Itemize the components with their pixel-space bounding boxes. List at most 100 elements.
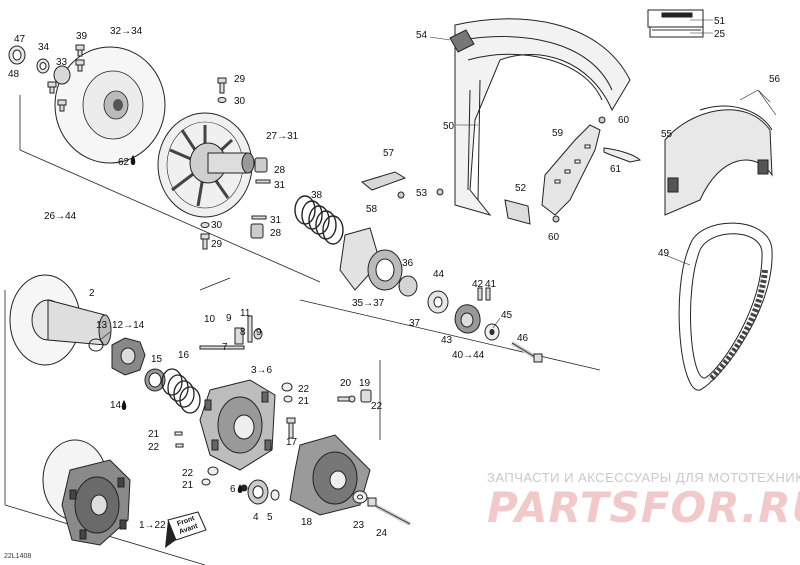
fixed-sheave-2 <box>9 274 112 366</box>
callout-22-c: 22 <box>148 442 160 453</box>
callout-53: 53 <box>416 188 428 199</box>
callout-47: 47 <box>14 34 26 45</box>
drive-belt-49 <box>678 222 773 391</box>
callout-23: 23 <box>353 520 365 531</box>
callout-38: 38 <box>311 190 323 201</box>
clip-54 <box>449 29 475 53</box>
parts-4-5-6 <box>240 479 280 505</box>
rollers-19-20 <box>337 389 372 403</box>
screws-39 <box>47 44 85 112</box>
callout-29-lower: 29 <box>211 239 223 250</box>
callout-31: 31 <box>274 180 286 191</box>
callout-4: 4 <box>253 512 259 523</box>
callout-45: 45 <box>501 310 513 321</box>
callout-21-b: 21 <box>148 429 160 440</box>
callout-22-b: 22 <box>371 401 383 412</box>
callout-6: 6 <box>230 484 236 495</box>
callout-55: 55 <box>661 129 673 140</box>
callout-30-lower: 30 <box>211 220 223 231</box>
callout-25: 25 <box>714 29 726 40</box>
leader-lines <box>99 19 777 341</box>
callout-34: 34 <box>38 42 50 53</box>
callout-42: 42 <box>472 279 484 290</box>
callout-22: 22 <box>298 384 310 395</box>
front-direction-arrow: Front Avant <box>165 511 207 548</box>
screws-29-30 <box>200 77 227 250</box>
callout-7: 7 <box>222 342 228 353</box>
cam-35-37 <box>339 227 418 297</box>
callout-10: 10 <box>204 314 216 325</box>
watermark-subtitle: ЗАПЧАСТИ И АКСЕССУАРЫ ДЛЯ МОТОТЕХНИКИ <box>487 470 800 485</box>
spring-38 <box>294 195 344 245</box>
callout-21-c: 21 <box>182 480 194 491</box>
callout-60-lower: 60 <box>548 232 560 243</box>
governor-cup-18 <box>289 434 371 516</box>
grease-droplet-icons <box>121 155 243 493</box>
callout-61: 61 <box>610 164 622 175</box>
callout-54: 54 <box>416 30 428 41</box>
callout-21: 21 <box>298 396 310 407</box>
belt-guard-50 <box>454 18 631 216</box>
nuts-53-58-60 <box>397 116 606 223</box>
driven-pulley-27-31 <box>157 112 255 218</box>
callout-44: 44 <box>433 269 445 280</box>
callout-9-b: 9 <box>256 327 262 338</box>
callout-51: 51 <box>714 16 726 27</box>
diagram-code: 22L1408 <box>4 553 32 560</box>
callout-50: 50 <box>443 121 455 132</box>
callout-35-37: 35→37 <box>352 298 385 309</box>
callout-18: 18 <box>301 517 313 528</box>
washer-23-bolt-24 <box>352 490 411 526</box>
callout-19: 19 <box>359 378 371 389</box>
watermark-brand: PARTSFOR.RU <box>487 483 800 532</box>
washers-21-22 <box>174 382 293 486</box>
callout-15: 15 <box>151 354 163 365</box>
warning-decals-51-25 <box>647 9 704 38</box>
movable-sheave-3-6 <box>199 379 276 471</box>
callout-57: 57 <box>383 148 395 159</box>
callout-1-22: 1→22 <box>139 520 166 531</box>
sliders-28 <box>250 157 268 239</box>
callout-24: 24 <box>376 528 388 539</box>
callout-12-14: 12→14 <box>112 320 145 331</box>
assembled-drive-pulley-1-22 <box>42 439 131 546</box>
callout-8: 8 <box>240 327 246 338</box>
spider-12-14 <box>111 337 146 376</box>
sheave-disc-32-34 <box>54 46 166 164</box>
callout-31-lower: 31 <box>270 215 282 226</box>
pins-31 <box>251 179 271 220</box>
screw-17 <box>286 417 296 439</box>
callout-17: 17 <box>286 437 298 448</box>
bracket-52 <box>504 199 531 225</box>
callout-3-6: 3→6 <box>251 365 273 376</box>
washer-44 <box>427 290 449 314</box>
callout-27-31: 27→31 <box>266 131 299 142</box>
callout-39: 39 <box>76 31 88 42</box>
callout-28-lower: 28 <box>270 228 282 239</box>
callout-5: 5 <box>267 512 273 523</box>
spring-16 <box>161 368 201 414</box>
bushing-15 <box>144 368 166 392</box>
callout-49: 49 <box>658 248 670 259</box>
callout-62: 62 <box>118 157 130 168</box>
washers-47-48 <box>8 45 71 85</box>
callout-9: 9 <box>226 313 232 324</box>
washer-45-bolt-46 <box>484 323 543 363</box>
callout-22-d: 22 <box>182 468 194 479</box>
group-bracket-lines <box>4 95 601 565</box>
callout-46: 46 <box>517 333 529 344</box>
callout-37: 37 <box>409 318 421 329</box>
callout-59: 59 <box>552 128 564 139</box>
callout-33: 33 <box>56 57 68 68</box>
roller-parts-7-11 <box>199 315 263 350</box>
callout-56: 56 <box>769 74 781 85</box>
callout-11: 11 <box>240 308 251 319</box>
o-ring-13 <box>88 338 104 352</box>
callout-30: 30 <box>234 96 246 107</box>
bracket-57 <box>360 171 407 191</box>
callout-13: 13 <box>96 320 108 331</box>
callout-32-34: 32→34 <box>110 26 143 37</box>
callout-41: 41 <box>485 279 497 290</box>
